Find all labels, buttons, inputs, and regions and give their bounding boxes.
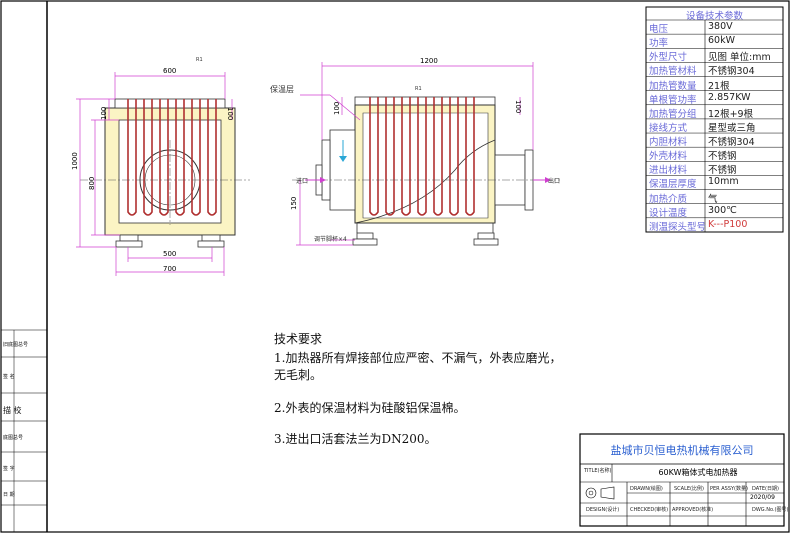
spec-row-value: 21根	[708, 80, 730, 92]
spec-row-value: 不锈钢304	[708, 137, 755, 149]
spec-row-label: 保温层厚度	[649, 179, 697, 191]
date-label: DATE(日期)	[752, 486, 779, 492]
spec-row-label: 进出材料	[649, 165, 688, 177]
dim-1000: 1000	[71, 152, 79, 170]
spec-row-label: 加热管分组	[649, 108, 697, 120]
spec-table-grid	[645, 6, 784, 233]
spec-row-label: 加热管数量	[649, 80, 697, 92]
company-name: 盐城市贝恒电热机械有限公司	[610, 444, 754, 457]
spec-row-label: 设计温度	[649, 207, 688, 219]
label-tag-right: R1	[415, 86, 422, 92]
dim-700: 700	[163, 265, 177, 273]
spec-row-value: 300℃	[708, 204, 737, 216]
side-label-0: 旧底图总号	[3, 342, 29, 348]
dim-800: 800	[88, 176, 96, 190]
note-2: 2.外表的保温材料为硅酸铝保温棉。	[274, 401, 466, 415]
spec-row-label: 功率	[649, 38, 669, 50]
scale-label: SCALE(比例)	[674, 486, 704, 492]
dwg-no-label: DWG.No.(图号)	[752, 507, 789, 513]
spec-row-label: 外型尺寸	[649, 52, 688, 64]
spec-row-value: 气	[708, 193, 718, 205]
dim-100-front-right: 100	[514, 100, 522, 114]
note-1-cont: 无毛刺。	[274, 368, 323, 382]
spec-row-value: 2.857KW	[708, 91, 751, 103]
label-tag-left: R1	[196, 57, 203, 63]
checked-label: CHECKED(审核)	[630, 507, 669, 513]
label-insulation: 保温层	[270, 85, 294, 94]
dim-150: 150	[290, 196, 298, 210]
spec-row-label: 内胆材料	[649, 137, 688, 149]
spec-row-label: 单根管功率	[649, 94, 697, 106]
dim-100-right: 100	[226, 107, 234, 121]
spec-row-label: 测温探头型号	[649, 221, 707, 233]
side-label-3: 底图总号	[3, 435, 24, 441]
approved-label: APPROVED(核准)	[672, 507, 714, 513]
spec-row-value: K---P100	[708, 218, 748, 230]
spec-row-value: 不锈钢304	[708, 66, 755, 78]
label-adjust-feet: 调节脚杯×4	[314, 236, 347, 243]
side-label-4: 签 字	[3, 466, 15, 472]
notes-heading: 技术要求	[274, 332, 323, 346]
label-outlet: 出口	[548, 178, 561, 185]
spec-row-label: 外壳材料	[649, 151, 688, 163]
dim-600: 600	[163, 67, 177, 75]
spec-row-value: 不锈钢	[708, 165, 737, 177]
spec-row-label: 接线方式	[649, 122, 688, 134]
per-assy-label: PER ASSY(数量)	[710, 486, 748, 492]
title-label: TITLE(名称)	[584, 468, 612, 474]
spec-row-value: 10mm	[708, 176, 739, 188]
spec-row-value: 380V	[708, 21, 733, 32]
side-view	[80, 98, 250, 248]
date-value: 2020/09	[750, 494, 775, 501]
spec-row-value: 见图 单位:mm	[708, 52, 771, 64]
spec-row-label: 加热管材料	[649, 66, 697, 78]
product-name: 60KW箱体式电加热器	[658, 468, 738, 477]
design-label: DESIGN(设计)	[586, 507, 620, 513]
dim-100-front-left: 100	[333, 101, 341, 115]
title-block-grid	[579, 433, 785, 527]
note-3: 3.进出口活套法兰为DN200。	[274, 432, 437, 446]
side-label-5: 日 期	[3, 492, 15, 498]
drawn-label: DRAWN(绘图)	[630, 486, 663, 492]
spec-table-title: 设备技术参数	[685, 11, 743, 22]
spec-row-value: 60kW	[708, 35, 735, 47]
spec-row-label: 电压	[649, 24, 669, 35]
note-1: 1.加热器所有焊接部位应严密、不漏气，外表应磨光，	[274, 351, 562, 365]
side-label-1: 签 名	[3, 374, 15, 380]
spec-row-value: 不锈钢	[708, 151, 737, 163]
dim-100-left: 100	[100, 106, 108, 120]
side-label-2: 描 校	[3, 406, 22, 415]
label-inlet: 进口	[296, 178, 309, 185]
spec-row-label: 加热介质	[649, 193, 688, 205]
dim-1200: 1200	[420, 57, 438, 65]
spec-row-value: 星型或三角	[708, 122, 756, 134]
front-view	[292, 96, 560, 246]
dim-500: 500	[163, 250, 177, 258]
spec-row-value: 12根+9根	[708, 108, 754, 120]
